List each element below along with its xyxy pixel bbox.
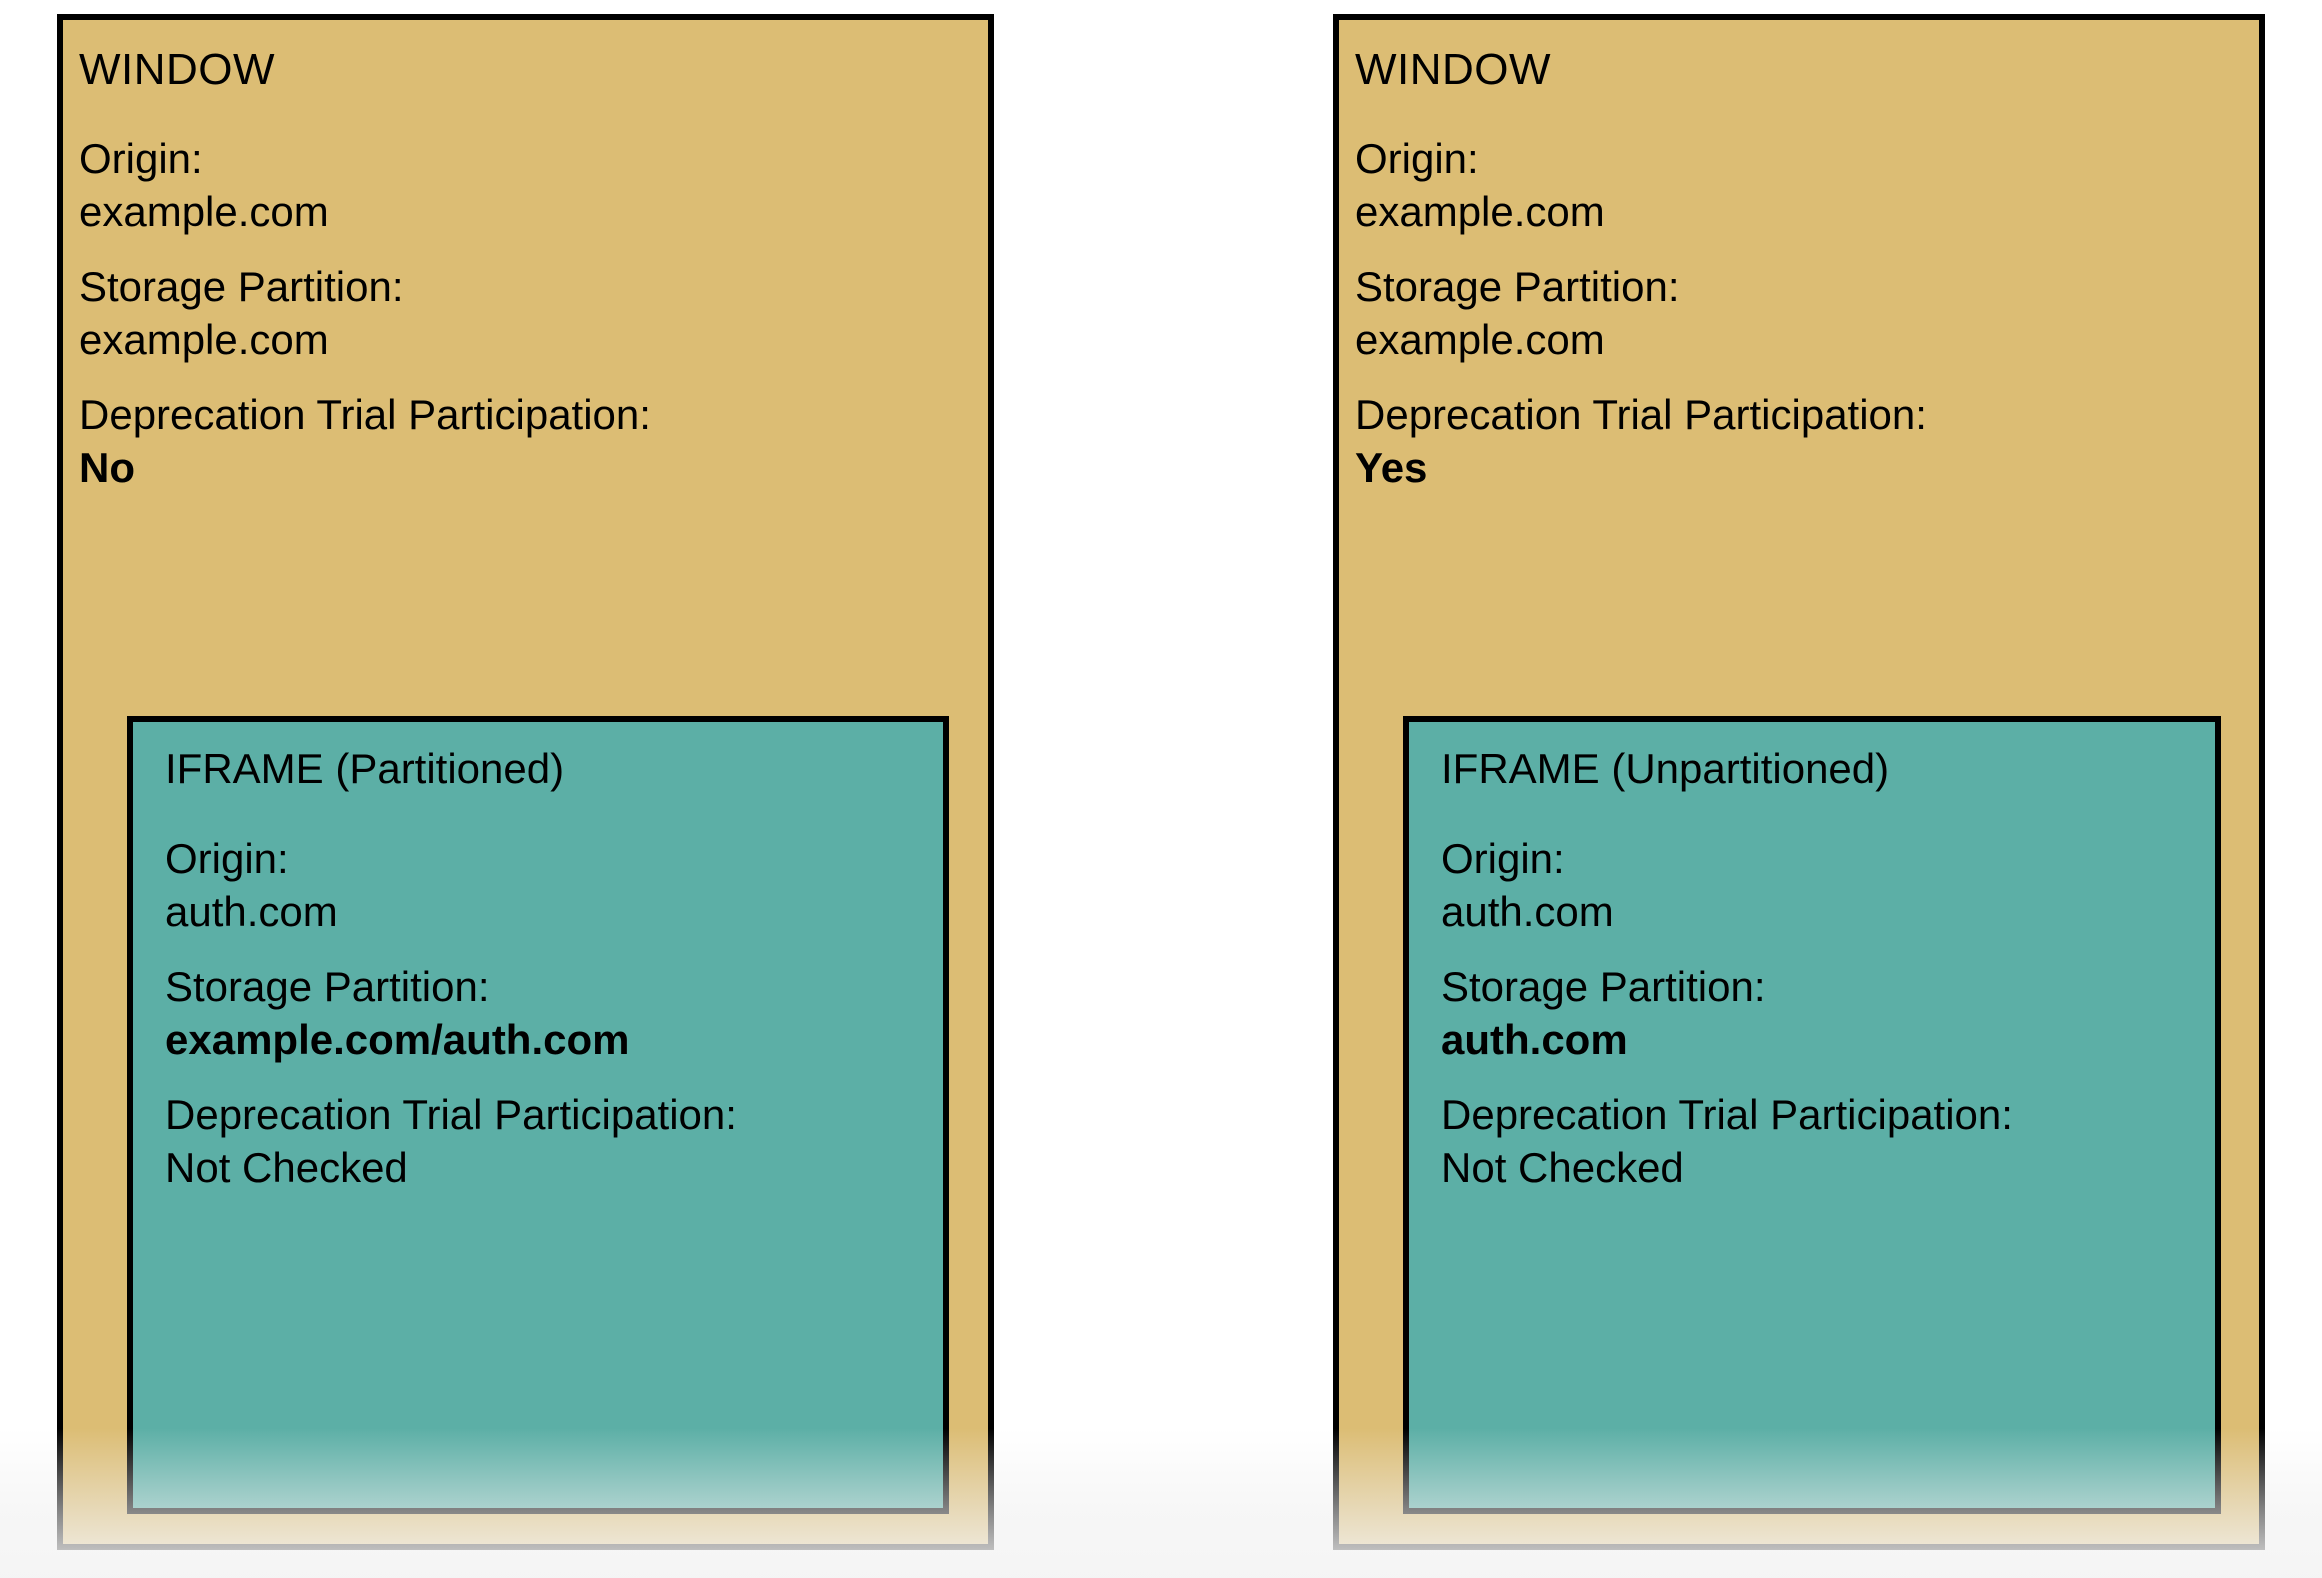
- window-title: WINDOW: [1355, 45, 1552, 94]
- iframe-storage-partition-value: example.com/auth.com: [165, 1016, 630, 1063]
- window-storage-partition-value: example.com: [79, 316, 329, 363]
- iframe-deprecation-trial-field: Deprecation Trial Participation: Not Che…: [1441, 1088, 2013, 1194]
- window-origin-field: Origin: example.com: [79, 132, 329, 238]
- iframe-title: IFRAME (Unpartitioned): [1441, 745, 1890, 792]
- window-origin-value: example.com: [79, 188, 329, 235]
- window-origin-field: Origin: example.com: [1355, 132, 1605, 238]
- window-deprecation-trial-label: Deprecation Trial Participation:: [79, 391, 651, 438]
- iframe-origin-field: Origin: auth.com: [165, 832, 338, 938]
- iframe-deprecation-trial-value: Not Checked: [165, 1144, 408, 1191]
- iframe-deprecation-trial-label: Deprecation Trial Participation:: [165, 1091, 737, 1138]
- iframe-storage-partition-value: auth.com: [1441, 1016, 1628, 1063]
- iframe-origin-value: auth.com: [1441, 888, 1614, 935]
- window-panel-unpartitioned: WINDOW Origin: example.com Storage Parti…: [1333, 14, 2265, 1550]
- iframe-origin-value: auth.com: [165, 888, 338, 935]
- window-origin-label: Origin:: [79, 135, 203, 182]
- iframe-panel-partitioned: IFRAME (Partitioned) Origin: auth.com St…: [127, 716, 949, 1514]
- window-storage-partition-label: Storage Partition:: [1355, 263, 1680, 310]
- iframe-origin-label: Origin:: [165, 835, 289, 882]
- iframe-deprecation-trial-value: Not Checked: [1441, 1144, 1684, 1191]
- iframe-storage-partition-field: Storage Partition: example.com/auth.com: [165, 960, 629, 1066]
- window-deprecation-trial-value: Yes: [1355, 444, 1428, 491]
- window-title: WINDOW: [79, 45, 276, 94]
- iframe-deprecation-trial-label: Deprecation Trial Participation:: [1441, 1091, 2013, 1138]
- window-storage-partition-value: example.com: [1355, 316, 1605, 363]
- iframe-origin-label: Origin:: [1441, 835, 1565, 882]
- iframe-storage-partition-label: Storage Partition:: [165, 963, 490, 1010]
- window-storage-partition-field: Storage Partition: example.com: [1355, 260, 1680, 366]
- iframe-storage-partition-field: Storage Partition: auth.com: [1441, 960, 1766, 1066]
- iframe-deprecation-trial-field: Deprecation Trial Participation: Not Che…: [165, 1088, 737, 1194]
- window-deprecation-trial-field: Deprecation Trial Participation: Yes: [1355, 388, 1927, 494]
- window-deprecation-trial-value: No: [79, 444, 135, 491]
- window-origin-value: example.com: [1355, 188, 1605, 235]
- window-storage-partition-field: Storage Partition: example.com: [79, 260, 404, 366]
- iframe-origin-field: Origin: auth.com: [1441, 832, 1614, 938]
- iframe-panel-unpartitioned: IFRAME (Unpartitioned) Origin: auth.com …: [1403, 716, 2221, 1514]
- window-storage-partition-label: Storage Partition:: [79, 263, 404, 310]
- window-panel-partitioned: WINDOW Origin: example.com Storage Parti…: [57, 14, 994, 1550]
- iframe-storage-partition-label: Storage Partition:: [1441, 963, 1766, 1010]
- iframe-title: IFRAME (Partitioned): [165, 745, 565, 792]
- window-deprecation-trial-field: Deprecation Trial Participation: No: [79, 388, 651, 494]
- window-origin-label: Origin:: [1355, 135, 1479, 182]
- window-deprecation-trial-label: Deprecation Trial Participation:: [1355, 391, 1927, 438]
